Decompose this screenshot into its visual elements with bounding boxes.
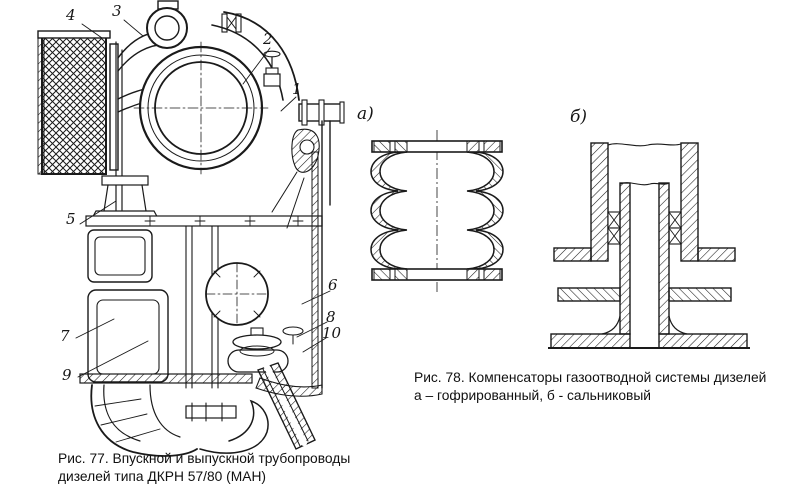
part-label-9: 9 bbox=[62, 366, 72, 384]
part-label-5: 5 bbox=[66, 210, 76, 228]
figure77-caption-line1: Рис. 77. Впускной и выпускной трубопрово… bbox=[58, 451, 351, 466]
leader-lines bbox=[75, 19, 331, 378]
part-label-6: 6 bbox=[328, 276, 338, 294]
part-label-1: 1 bbox=[292, 80, 302, 98]
bellows-compensator-drawing bbox=[370, 130, 504, 292]
part-label-4: 4 bbox=[66, 6, 76, 24]
part-label-8: 8 bbox=[326, 308, 336, 326]
part-label-3: 3 bbox=[112, 2, 122, 20]
gland-compensator-drawing bbox=[548, 142, 750, 349]
subfigure-label-a: а) bbox=[357, 104, 374, 124]
part-label-2: 2 bbox=[263, 30, 273, 48]
part-label-7: 7 bbox=[60, 327, 70, 345]
figure78-caption-line2: а – гофрированный, б - сальниковый bbox=[414, 388, 651, 404]
subfigure-label-b: б) bbox=[570, 107, 588, 127]
part-label-10: 10 bbox=[322, 324, 342, 342]
figure77-caption: Рис. 77. Впускной и выпускной трубопрово… bbox=[58, 450, 350, 486]
turbo-inlet-circle bbox=[146, 7, 188, 49]
figure77-caption-line2: дизелей типа ДКРН 57/80 (МАН) bbox=[58, 469, 266, 485]
air-filter-block bbox=[41, 36, 107, 175]
engine-cross-section-drawing bbox=[37, 0, 345, 457]
figure78-caption: Рис. 78. Компенсаторы газоотводной систе… bbox=[414, 369, 766, 405]
figure78-caption-line1: Рис. 78. Компенсаторы газоотводной систе… bbox=[414, 370, 767, 385]
